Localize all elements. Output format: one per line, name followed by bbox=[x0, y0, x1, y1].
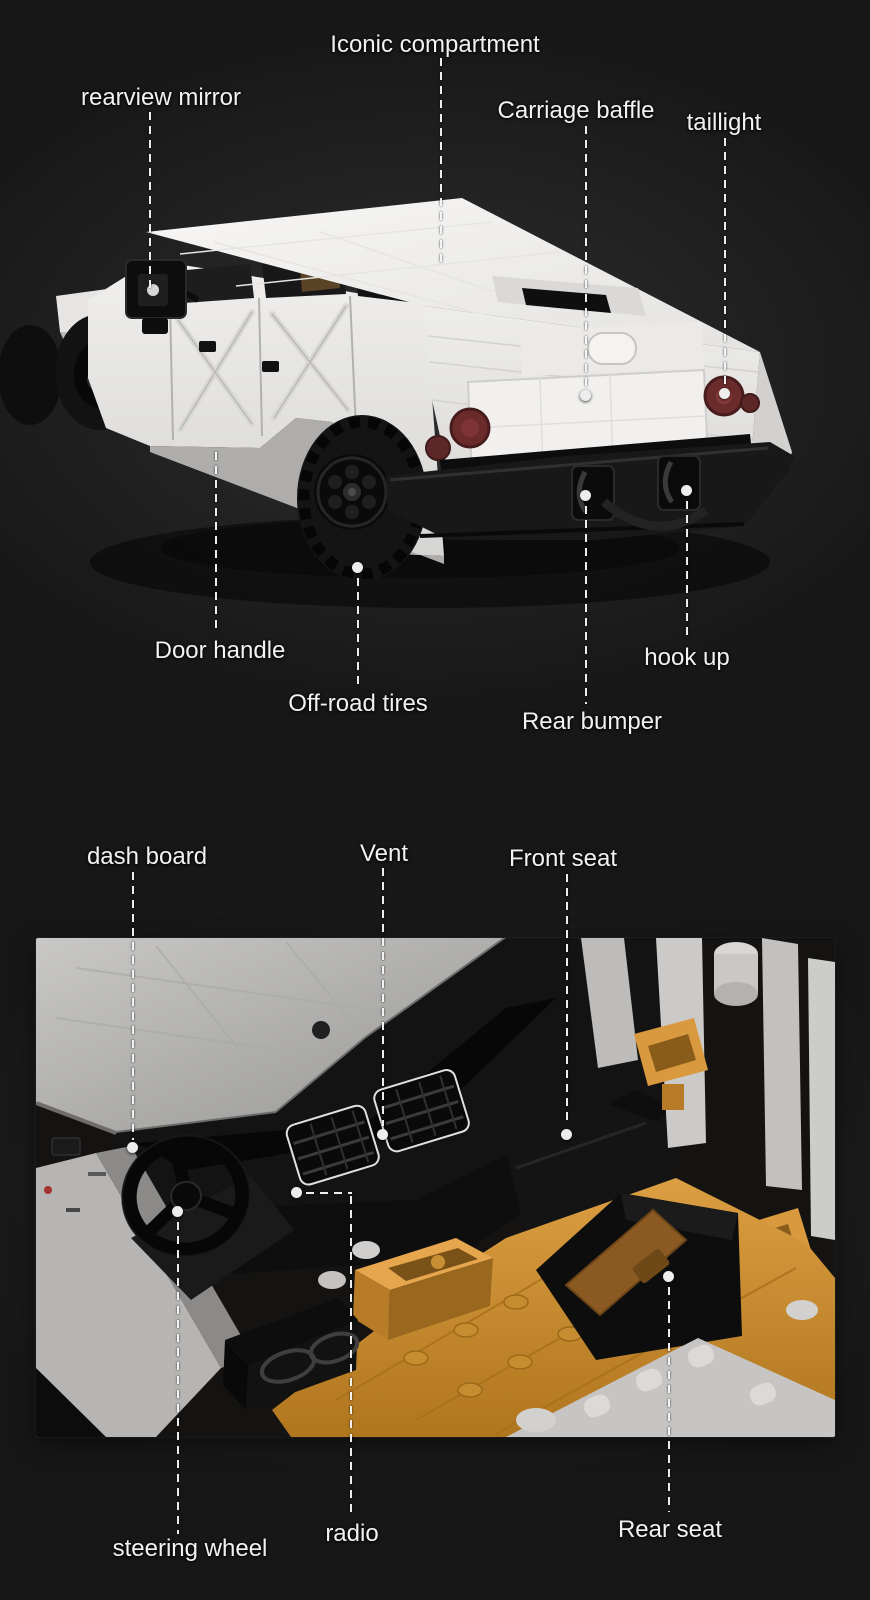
leader-dot-vent bbox=[377, 1129, 388, 1140]
leader-dot-radio bbox=[291, 1187, 302, 1198]
leader-dot-rear-bumper bbox=[580, 490, 591, 501]
leader-dot-carriage-baffle bbox=[580, 390, 591, 401]
leader-line-off-road-tires bbox=[357, 578, 359, 686]
leader-dot-rear-seat bbox=[663, 1271, 674, 1282]
exterior-vehicle-illustration bbox=[0, 198, 794, 608]
callout-label-taillight: taillight bbox=[686, 109, 762, 136]
leader-line-iconic-compartment bbox=[440, 58, 442, 268]
callout-label-carriage-baffle: Carriage baffle bbox=[497, 97, 655, 124]
leader-line-hook-up bbox=[686, 501, 688, 639]
callout-label-rearview-mirror: rearview mirror bbox=[80, 84, 242, 111]
leader-line-rear-seat bbox=[668, 1287, 670, 1512]
leader-dot-front-seat bbox=[561, 1129, 572, 1140]
leader-line-carriage-baffle bbox=[585, 126, 587, 390]
leader-dot-steering-wheel bbox=[172, 1206, 183, 1217]
leader-line-radio bbox=[350, 1196, 352, 1518]
leader-dot-dash-board bbox=[127, 1142, 138, 1153]
leader-line-radio-horizontal bbox=[306, 1192, 352, 1194]
leader-line-taillight bbox=[724, 138, 726, 388]
leader-dot-taillight bbox=[719, 388, 730, 399]
leader-line-dash-board bbox=[132, 872, 134, 1140]
callout-label-off-road-tires: Off-road tires bbox=[288, 690, 428, 717]
callout-label-hook-up: hook up bbox=[644, 644, 730, 671]
callout-label-steering-wheel: steering wheel bbox=[112, 1535, 268, 1562]
callout-label-radio: radio bbox=[325, 1520, 379, 1547]
callout-label-front-seat: Front seat bbox=[508, 845, 618, 872]
leader-dot-off-road-tires bbox=[352, 562, 363, 573]
callout-label-door-handle: Door handle bbox=[154, 637, 286, 664]
leader-line-rear-bumper bbox=[585, 506, 587, 704]
interior-photo bbox=[36, 938, 835, 1437]
callout-label-rear-seat: Rear seat bbox=[617, 1516, 723, 1543]
callout-label-dash-board: dash board bbox=[86, 843, 208, 870]
callout-label-rear-bumper: Rear bumper bbox=[521, 708, 663, 735]
interior-illustration bbox=[36, 938, 835, 1437]
leader-line-vent bbox=[382, 868, 384, 1126]
leader-line-front-seat bbox=[566, 874, 568, 1126]
callout-label-vent: Vent bbox=[359, 840, 409, 867]
callout-label-iconic-compartment: Iconic compartment bbox=[330, 31, 540, 58]
leader-line-rearview-mirror bbox=[149, 112, 151, 288]
leader-line-door-handle bbox=[215, 452, 217, 632]
leader-line-steering-wheel bbox=[177, 1222, 179, 1534]
leader-dot-hook-up bbox=[681, 485, 692, 496]
